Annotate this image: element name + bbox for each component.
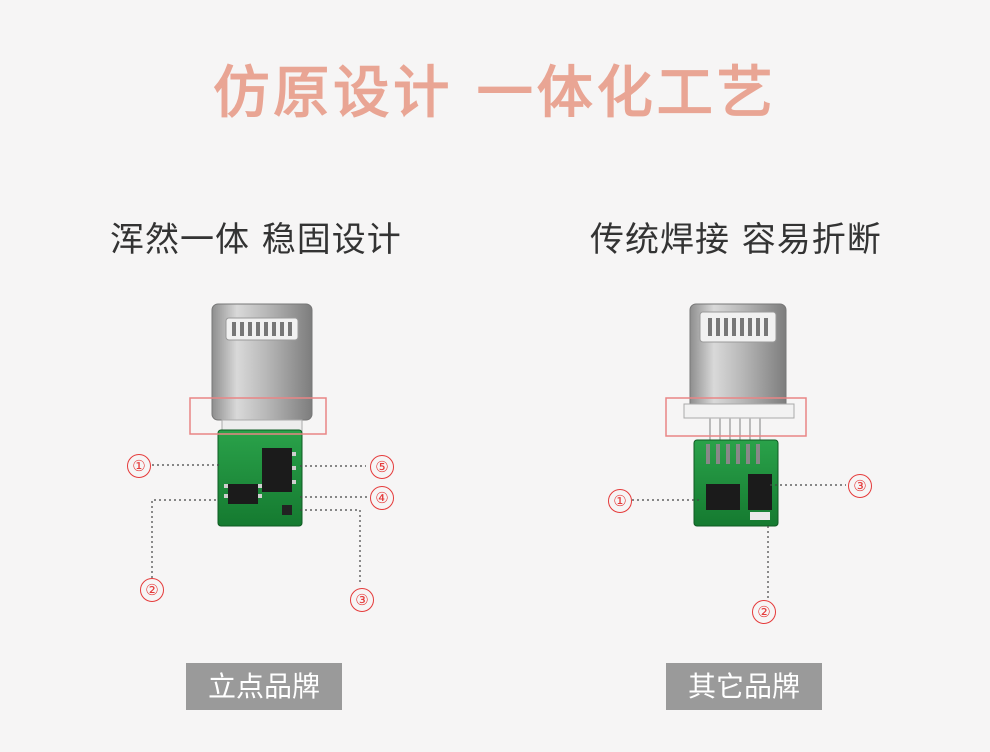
- right-callout-3: ③: [848, 474, 872, 498]
- page-title: 仿原设计 一体化工艺: [213, 61, 777, 126]
- right-leader-lines: [632, 484, 846, 598]
- left-callout-1: ①: [127, 454, 151, 478]
- left-subtitle: 浑然一体 稳固设计: [110, 220, 402, 260]
- left-leader-lines: [151, 464, 368, 584]
- right-callout-2: ②: [752, 600, 776, 624]
- right-callout-1: ①: [608, 489, 632, 513]
- right-connector: [665, 303, 807, 527]
- left-callout-2: ②: [140, 578, 164, 602]
- left-brand-label: 立点品牌: [186, 663, 342, 710]
- left-callout-3: ③: [350, 588, 374, 612]
- right-subtitle: 传统焊接 容易折断: [590, 220, 882, 260]
- left-callout-5: ⑤: [370, 455, 394, 479]
- left-connector: [189, 303, 327, 527]
- right-brand-label: 其它品牌: [666, 663, 822, 710]
- left-callout-4: ④: [370, 486, 394, 510]
